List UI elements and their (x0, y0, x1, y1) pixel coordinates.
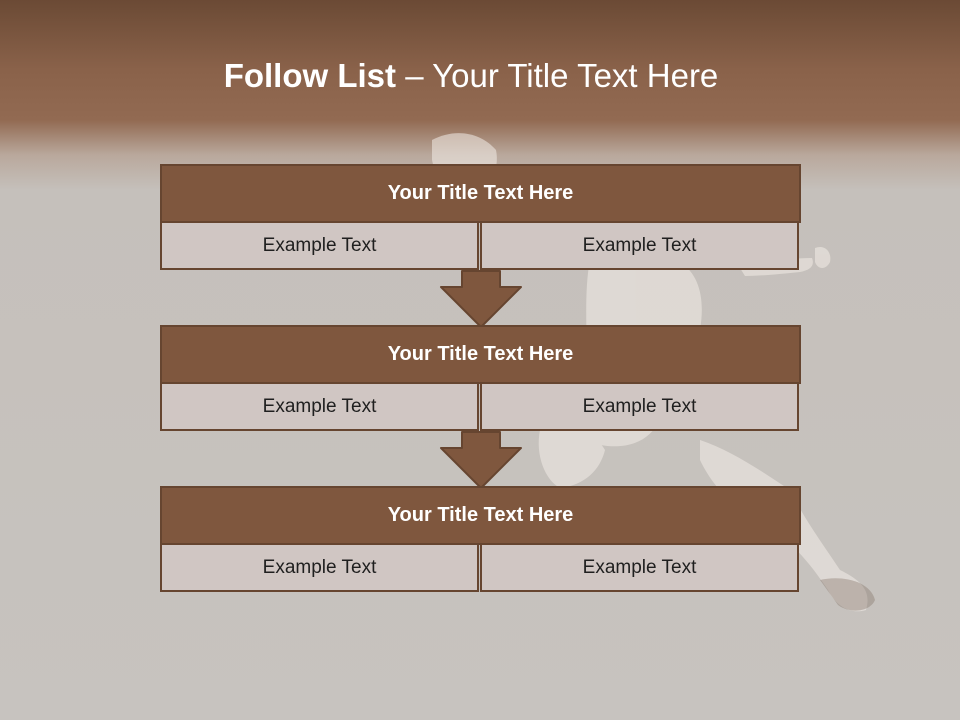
step-title: Your Title Text Here (160, 325, 801, 384)
step-box-3: Your Title Text Here Example Text Exampl… (160, 486, 801, 592)
arrow-down-icon (440, 431, 522, 489)
slide-title: Follow List – Your Title Text Here (0, 54, 942, 98)
step-cell-right: Example Text (480, 221, 799, 270)
step-cell-left: Example Text (160, 382, 479, 431)
step-cell-right: Example Text (480, 543, 799, 592)
step-title: Your Title Text Here (160, 164, 801, 223)
step-cell-left: Example Text (160, 543, 479, 592)
step-cell-left: Example Text (160, 221, 479, 270)
arrow-down-icon (440, 270, 522, 328)
step-title: Your Title Text Here (160, 486, 801, 545)
step-box-1: Your Title Text Here Example Text Exampl… (160, 164, 801, 270)
step-box-2: Your Title Text Here Example Text Exampl… (160, 325, 801, 431)
title-strong: Follow List (223, 57, 397, 94)
title-rest: – Your Title Text Here (396, 57, 719, 94)
step-cell-right: Example Text (480, 382, 799, 431)
